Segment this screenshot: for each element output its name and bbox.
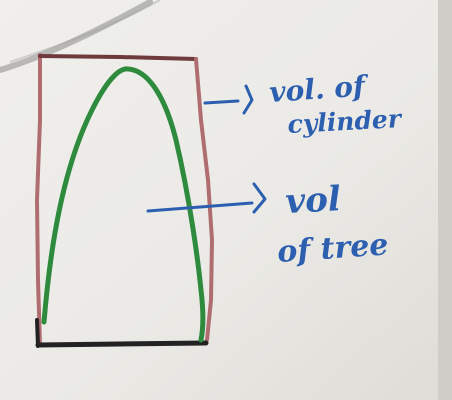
pencil-stroke-faint xyxy=(9,0,161,63)
cylinder-label-line2: cylinder xyxy=(287,104,404,139)
tree-outline xyxy=(41,66,206,343)
cylinder-arrow-head xyxy=(242,84,254,115)
cylinder-label-line1: vol. of xyxy=(268,69,371,109)
cylinder-left-base-mark xyxy=(35,318,40,348)
cylinder-arrow-line xyxy=(203,99,240,105)
cylinder-top-edge xyxy=(38,54,198,61)
tree-arrow-head xyxy=(252,182,267,214)
tree-label-line1: vol xyxy=(284,179,341,222)
tree-arrow-line xyxy=(146,201,254,213)
cylinder-base-edge xyxy=(35,340,209,348)
tree-label-line2: of tree xyxy=(276,227,389,270)
cylinder-right-side xyxy=(194,57,215,342)
paper-right-edge xyxy=(438,0,452,400)
pencil-stroke-top xyxy=(0,0,153,73)
cylinder-left-side xyxy=(34,53,42,347)
